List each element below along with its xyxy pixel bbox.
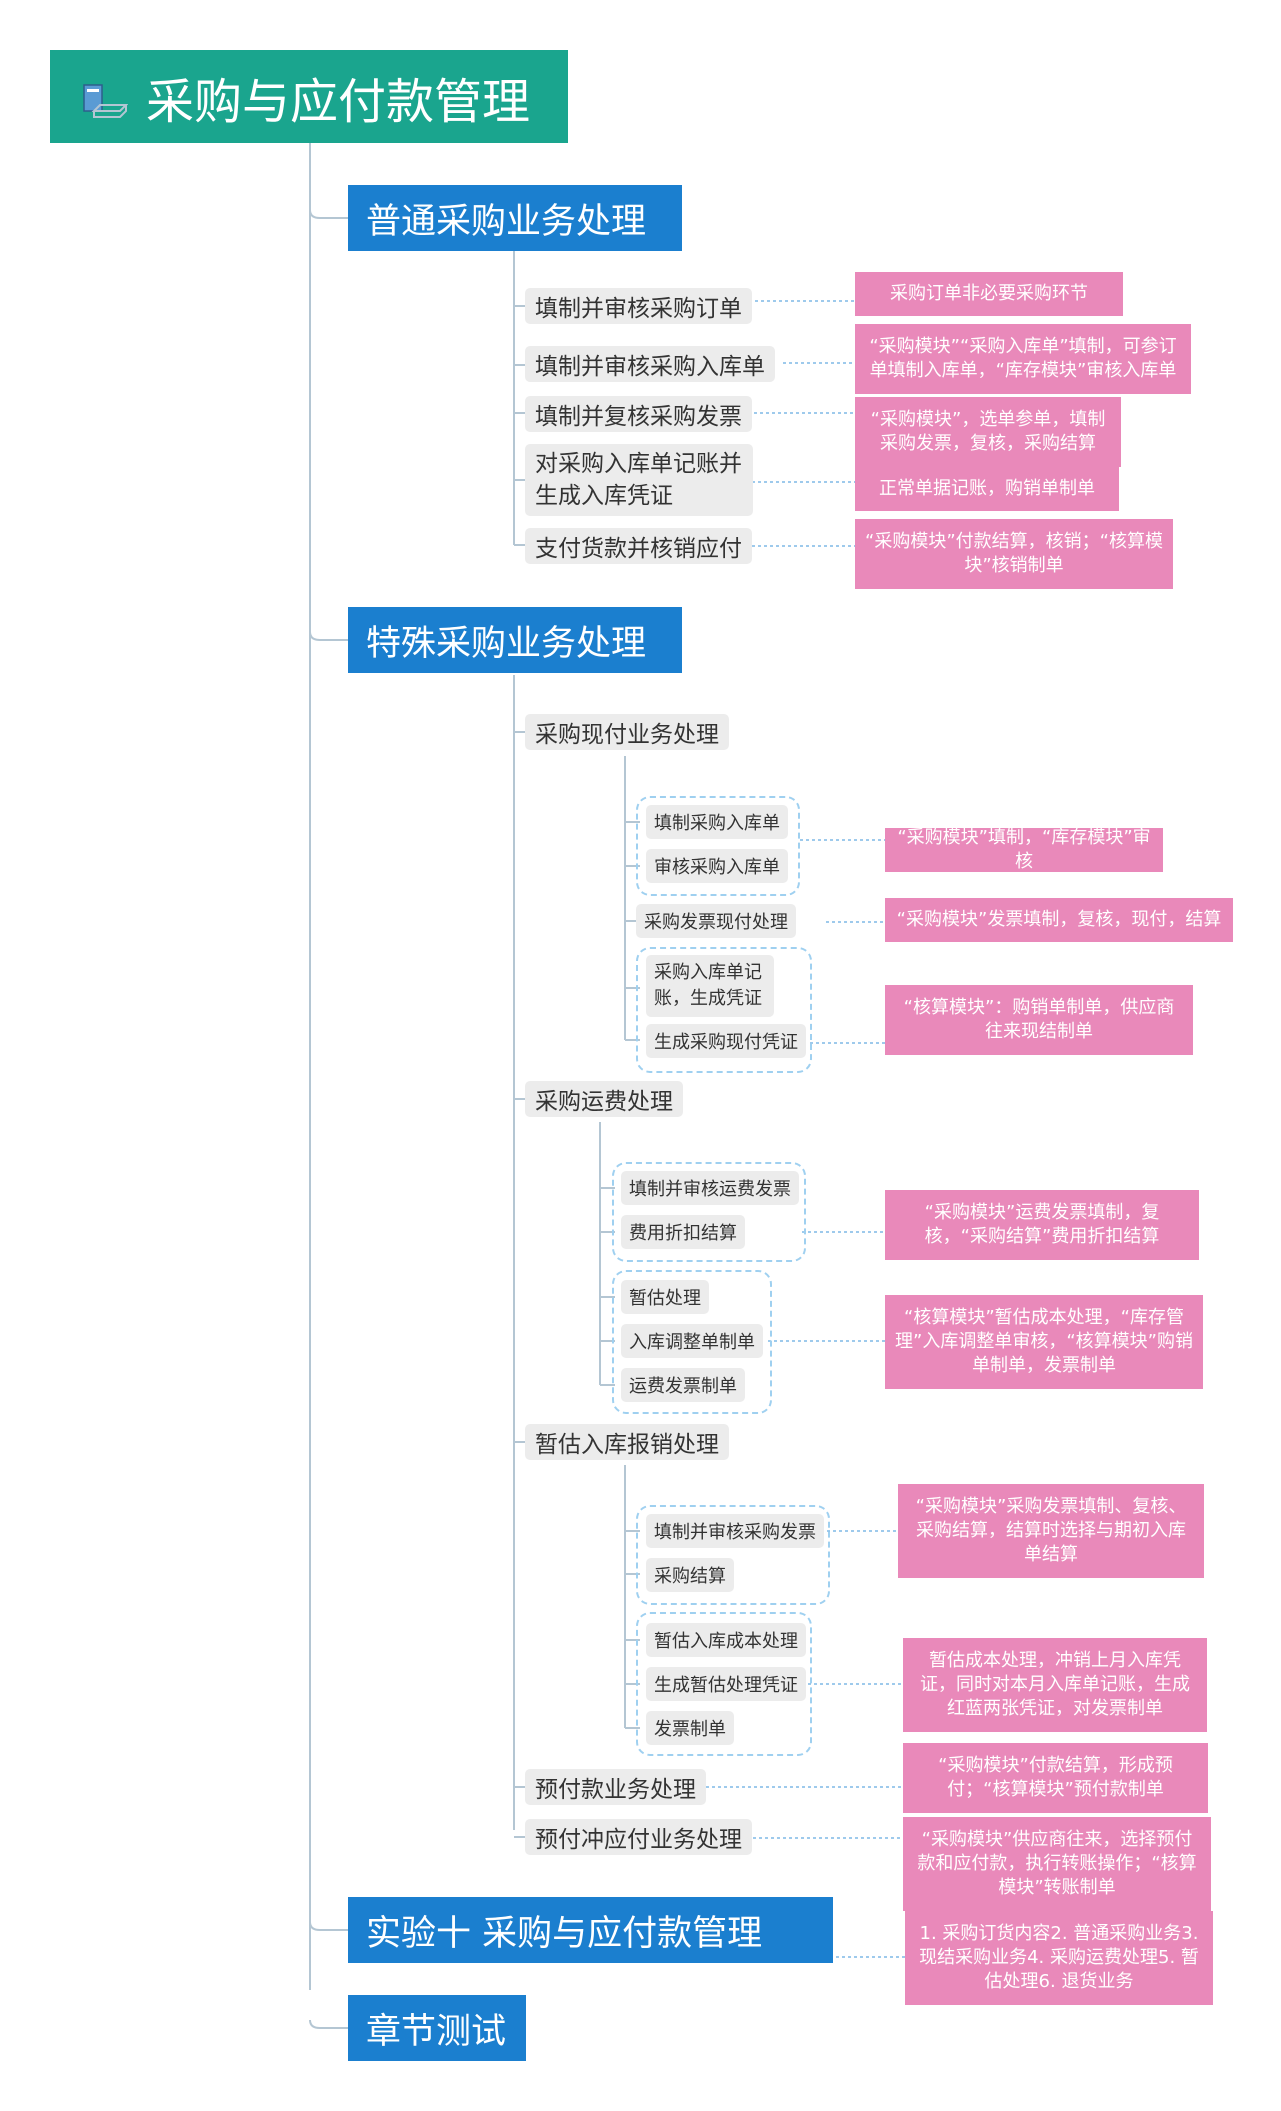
note-invoice: “采购模块”，选单参单，填制采购发票，复核，采购结算 xyxy=(855,397,1121,467)
section-experiment[interactable]: 实验十 采购与应付款管理 xyxy=(348,1897,833,1963)
freight-group-1 xyxy=(612,1162,806,1262)
cash-item-audit[interactable]: 审核采购入库单 xyxy=(646,849,788,883)
special-item-cash[interactable]: 采购现付业务处理 xyxy=(525,714,729,750)
estimate-item-invoice[interactable]: 填制并审核采购发票 xyxy=(646,1514,824,1548)
note-cash-1: “采购模块”填制，“库存模块”审核 xyxy=(885,827,1163,872)
estimate-item-voucher[interactable]: 生成暂估处理凭证 xyxy=(646,1667,806,1701)
normal-item-invoice[interactable]: 填制并复核采购发票 xyxy=(525,396,752,432)
cash-item-fill[interactable]: 填制采购入库单 xyxy=(646,805,788,839)
cash-item-post[interactable]: 采购入库单记账，生成凭证 xyxy=(646,955,774,1017)
note-estimate-2: 暂估成本处理，冲销上月入库凭证，同时对本月入库单记账，生成红蓝两张凭证，对发票制… xyxy=(903,1638,1207,1732)
normal-item-receipt[interactable]: 填制并审核采购入库单 xyxy=(525,346,775,382)
note-prepay: “采购模块”付款结算，形成预付；“核算模块”预付款制单 xyxy=(903,1743,1208,1813)
note-payment: “采购模块”付款结算，核销；“核算模块”核销制单 xyxy=(855,519,1173,589)
special-item-prepay[interactable]: 预付款业务处理 xyxy=(525,1769,706,1805)
freight-item-settle[interactable]: 费用折扣结算 xyxy=(621,1215,745,1249)
freight-group-2 xyxy=(612,1270,772,1414)
cash-item-voucher[interactable]: 生成采购现付凭证 xyxy=(646,1024,806,1058)
note-experiment: 1. 采购订货内容2. 普通采购业务3. 现结采购业务4. 采购运费处理5. 暂… xyxy=(905,1911,1213,2005)
note-order: 采购订单非必要采购环节 xyxy=(855,272,1123,316)
estimate-item-bill[interactable]: 发票制单 xyxy=(646,1711,734,1745)
freight-item-estimate[interactable]: 暂估处理 xyxy=(621,1280,709,1314)
freight-item-invoice[interactable]: 填制并审核运费发票 xyxy=(621,1171,799,1205)
note-cash-3: “核算模块”：购销单制单，供应商往来现结制单 xyxy=(885,985,1193,1055)
cash-group-1 xyxy=(636,796,800,896)
section-special-purchase[interactable]: 特殊采购业务处理 xyxy=(348,607,682,673)
freight-item-adjust[interactable]: 入库调整单制单 xyxy=(621,1324,763,1358)
note-freight-1: “采购模块”运费发票填制，复核，“采购结算”费用折扣结算 xyxy=(885,1190,1199,1260)
cash-group-2 xyxy=(636,947,812,1073)
estimate-group-2 xyxy=(636,1612,812,1756)
normal-item-order[interactable]: 填制并审核采购订单 xyxy=(525,288,752,324)
special-item-offset[interactable]: 预付冲应付业务处理 xyxy=(525,1819,752,1855)
note-cash-2: “采购模块”发票填制，复核，现付，结算 xyxy=(885,898,1233,942)
special-item-estimate[interactable]: 暂估入库报销处理 xyxy=(525,1424,729,1460)
cash-item-invoice[interactable]: 采购发票现付处理 xyxy=(636,904,796,938)
normal-item-voucher[interactable]: 对采购入库单记账并生成入库凭证 xyxy=(525,444,753,516)
normal-item-payment[interactable]: 支付货款并核销应付 xyxy=(525,528,752,564)
note-receipt: “采购模块”“采购入库单”填制，可参订单填制入库单，“库存模块”审核入库单 xyxy=(855,324,1191,394)
note-estimate-1: “采购模块”采购发票填制、复核、采购结算，结算时选择与期初入库单结算 xyxy=(898,1484,1204,1578)
root-title: 采购与应付款管理 xyxy=(146,73,531,130)
root-topic: 采购与应付款管理 xyxy=(50,50,568,143)
note-offset: “采购模块”供应商往来，选择预付款和应付款，执行转账操作；“核算模块”转账制单 xyxy=(903,1817,1211,1911)
section-chapter-test[interactable]: 章节测试 xyxy=(348,1995,526,2061)
book-icon xyxy=(80,77,129,118)
special-item-freight[interactable]: 采购运费处理 xyxy=(525,1081,683,1117)
note-voucher: 正常单据记账，购销单制单 xyxy=(855,467,1119,511)
estimate-item-settle[interactable]: 采购结算 xyxy=(646,1558,734,1592)
estimate-item-cost[interactable]: 暂估入库成本处理 xyxy=(646,1623,806,1657)
estimate-group-1 xyxy=(636,1505,830,1605)
section-normal-purchase[interactable]: 普通采购业务处理 xyxy=(348,185,682,251)
freight-item-voucher[interactable]: 运费发票制单 xyxy=(621,1368,745,1402)
note-freight-2: “核算模块”暂估成本处理，“库存管理”入库调整单审核，“核算模块”购销单制单，发… xyxy=(885,1295,1203,1389)
